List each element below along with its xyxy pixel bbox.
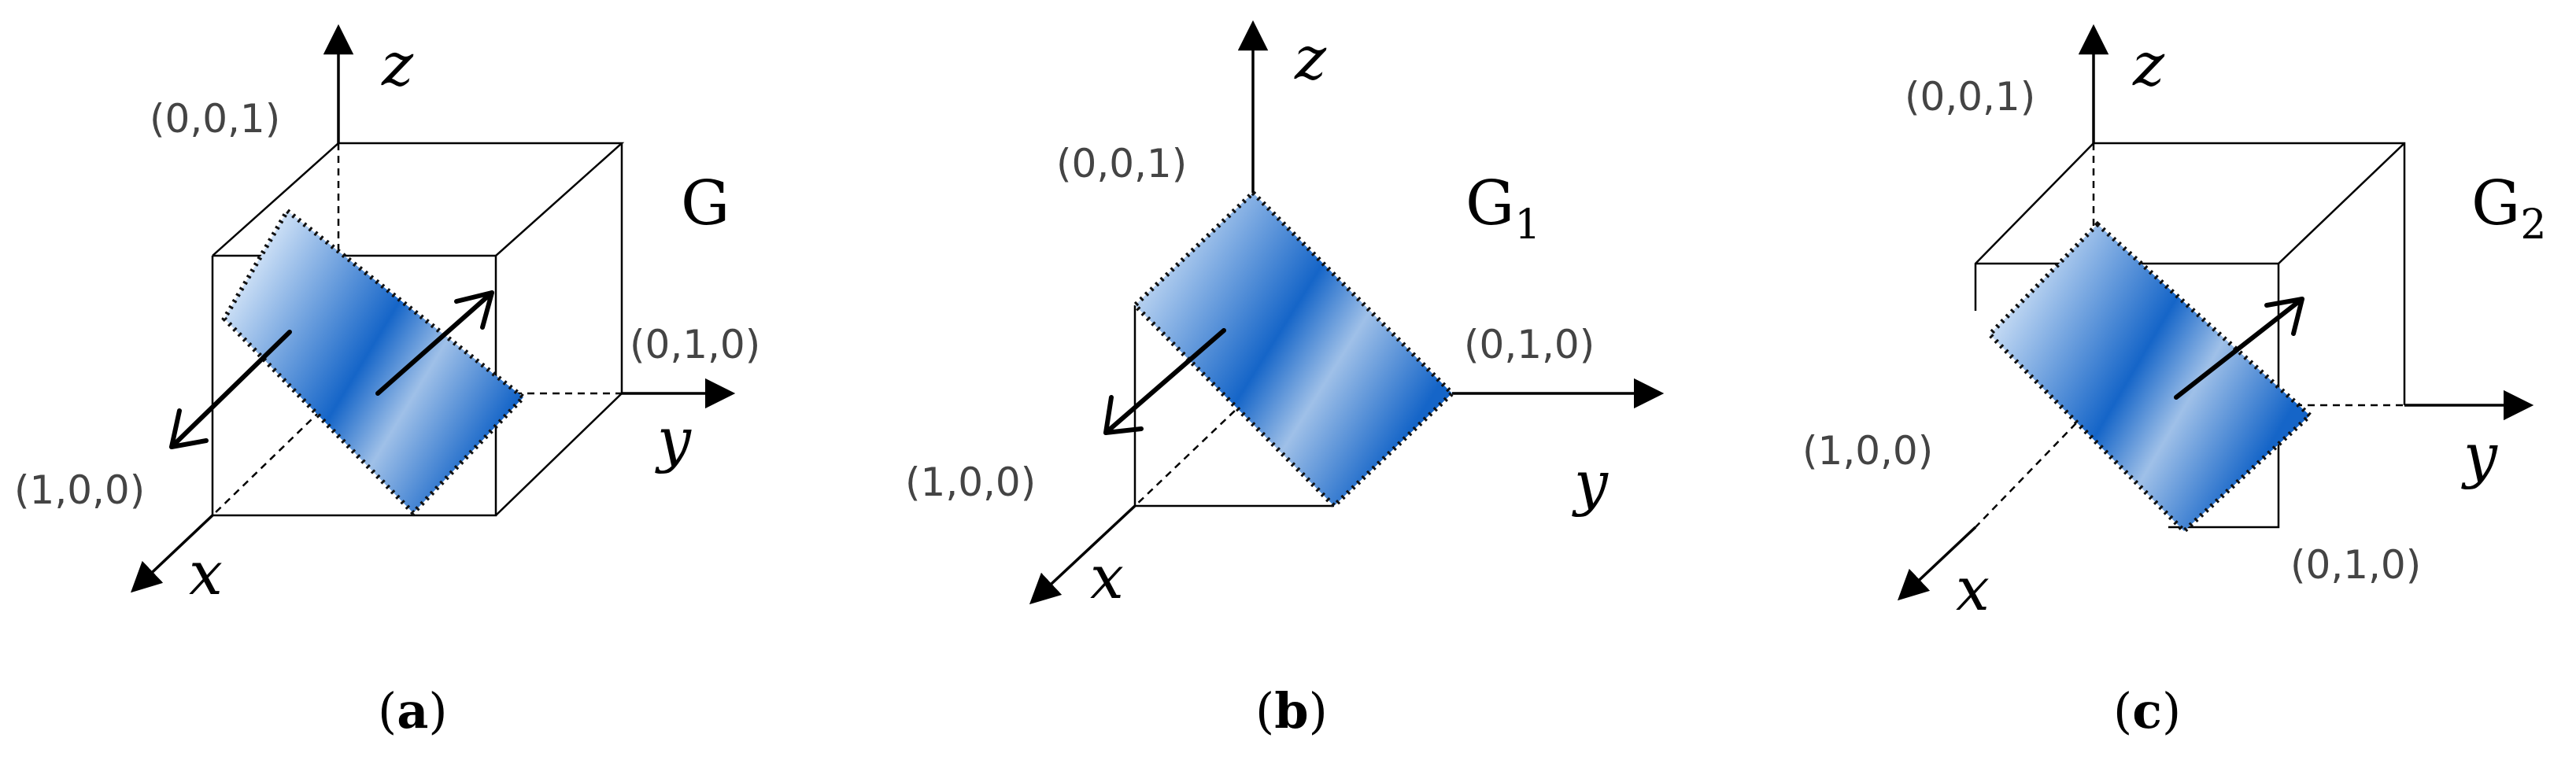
vertex-label-010: (0,1,0) <box>1464 322 1595 367</box>
vertex-label-010: (0,1,0) <box>2290 542 2421 588</box>
vertex-label-100: (1,0,0) <box>14 467 145 513</box>
vertex-label-001: (0,0,1) <box>1905 74 2035 120</box>
vertex-label-010: (0,1,0) <box>630 322 760 367</box>
caption-a: (a) <box>378 682 448 740</box>
arrow-toward-y <box>2174 297 2304 400</box>
arrow-toward-y <box>375 290 494 396</box>
y-axis-label: y <box>2461 420 2498 490</box>
axes-a <box>131 24 736 593</box>
vertex-label-100: (1,0,0) <box>1802 428 1933 474</box>
arrows-b <box>1103 328 1226 435</box>
panel-c: (0,0,1) (0,1,0) (1,0,0) z y x G2 (c) <box>1802 24 2546 740</box>
panel-title: G1 <box>1465 168 1540 249</box>
vertex-label-100: (1,0,0) <box>905 459 1036 505</box>
plane-c <box>1986 220 2314 535</box>
vertex-label-001: (0,0,1) <box>1056 141 1187 186</box>
panel-title: G <box>681 168 730 239</box>
x-axis-label: x <box>1090 542 1124 612</box>
arrow-toward-x <box>169 330 292 449</box>
y-axis-label: y <box>1572 448 1609 518</box>
x-axis <box>1029 504 1136 605</box>
axes-c <box>1897 24 2534 601</box>
z-axis-label: z <box>381 29 414 99</box>
panel-b: (0,0,1) (0,1,0) (1,0,0) z y x G1 (b) <box>905 20 1665 740</box>
y-axis-label: y <box>655 404 692 474</box>
arrow-toward-x <box>1103 328 1226 435</box>
caption-b: (b) <box>1255 682 1328 740</box>
plane-b <box>1131 189 1456 510</box>
vertex-label-001: (0,0,1) <box>150 96 280 142</box>
arrows-c <box>2174 297 2304 400</box>
z-axis-label: z <box>1294 23 1327 93</box>
x-axis <box>131 514 214 593</box>
axes-b <box>1029 20 1665 605</box>
arrows-a <box>169 290 494 449</box>
panel-title: G2 <box>2471 168 2546 249</box>
z-axis-label: z <box>2132 29 2165 99</box>
x-axis <box>1897 526 1977 601</box>
panel-a: (0,0,1) (0,1,0) (1,0,0) z y x G (a) <box>14 24 760 740</box>
x-axis-label: x <box>189 538 223 608</box>
caption-c: (c) <box>2113 682 2181 740</box>
x-axis-label: x <box>1956 554 1990 624</box>
